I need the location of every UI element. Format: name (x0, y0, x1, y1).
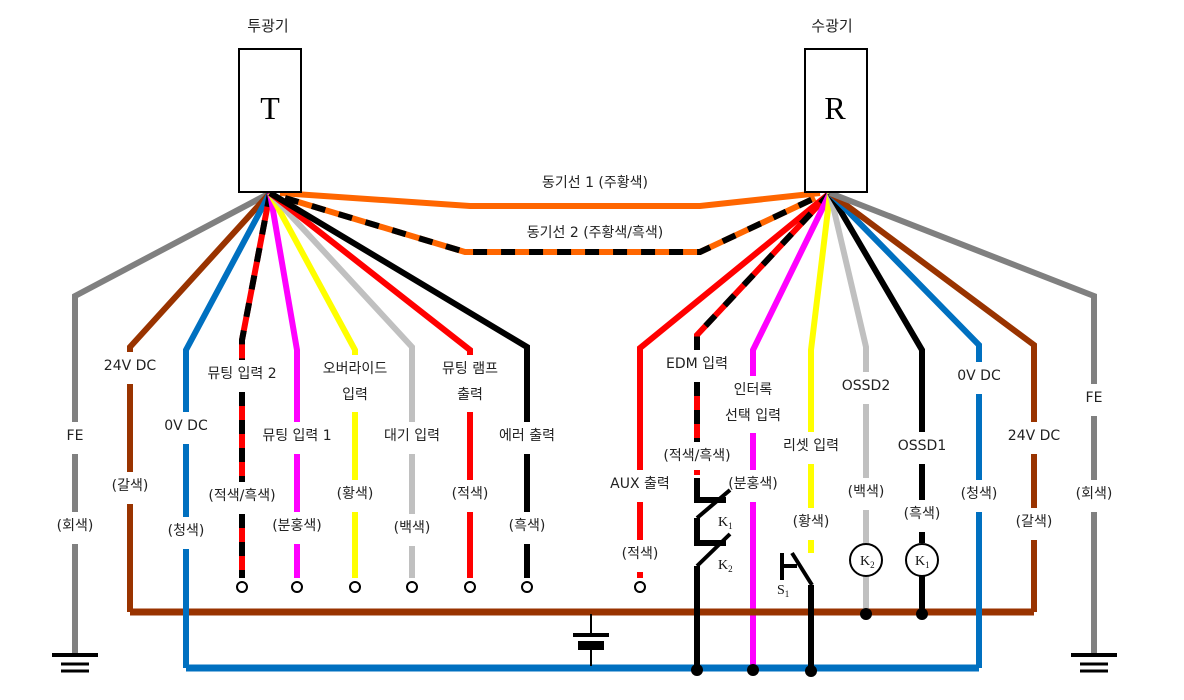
receiver-title: 수광기 (811, 17, 852, 35)
emitter-wire-24v-name: 24V DC (104, 358, 157, 374)
k1-contact-blade (695, 488, 732, 520)
receiver-wire-aux-name: AUX 출력 (610, 476, 670, 492)
receiver-wire-aux-upper (637, 190, 832, 470)
emitter-box (238, 48, 302, 193)
battery-icon (573, 614, 609, 666)
receiver-wire-0v-name: 0V DC (957, 368, 1001, 384)
receiver-wire-ossd1-name: OSSD1 (898, 438, 946, 454)
receiver-wire-edm-upper-stripe (694, 190, 833, 350)
emitter-letter: T (260, 90, 280, 126)
junction-dot-icon (805, 665, 817, 677)
terminal-icon (521, 581, 533, 593)
ground-icon (52, 653, 98, 673)
receiver-wire-ossd2-upper (827, 192, 869, 372)
receiver-wire-reset-upper (808, 192, 833, 432)
k2-contact-blade (695, 532, 732, 568)
emitter-wire-0v-name: 0V DC (164, 418, 208, 434)
emitter-wire-muting1-upper (267, 192, 300, 422)
labels-layer: FE (회색) 24V DC (갈색) 0V DC (청색) 뮤팅 입력 2 (적색/흑색) 뮤… (57, 356, 1113, 562)
receiver-box (804, 48, 868, 193)
terminal-icon (464, 581, 476, 593)
emitter-wire-mutelamp-upper (268, 190, 473, 355)
emitter-wire-standby-upper (267, 190, 415, 422)
emitter-wire-muting2-name: 뮤팅 입력 2 (207, 366, 276, 382)
s1-blade (790, 551, 814, 587)
junction-dot-icon (916, 608, 928, 620)
emitter-wire-error-upper (268, 190, 530, 422)
receiver-wire-edm-color-label: (적색/흑색) (663, 447, 730, 464)
emitter-wire-error-color-label: (흑색) (509, 517, 546, 534)
receiver-letter: R (824, 90, 846, 126)
emitter-wire-override-color-label: (황색) (337, 486, 374, 502)
emitter-wire-0v-color-label: (청색) (168, 523, 205, 539)
receiver-wire-fe-upper (828, 190, 1097, 384)
sync-line-1-label: 동기선 1 (주황색) (542, 175, 648, 191)
emitter-wire-0v-upper (183, 191, 273, 412)
receiver-wire-fe-name: FE (1086, 390, 1103, 406)
relay-coil-icon (849, 543, 883, 577)
receiver-wire-0v-color-label: (청색) (961, 486, 998, 502)
pushbutton-switch-icon (780, 551, 814, 668)
terminal-icon (406, 581, 418, 593)
receiver-wire-24v-color-label: (갈색) (1016, 514, 1053, 530)
k2-coil-label: K2 (860, 554, 875, 570)
receiver-wire-reset-name: 리셋 입력 (783, 438, 839, 454)
emitter-wire-error-name: 에러 출력 (499, 428, 555, 444)
receiver-wire-24v-upper (828, 190, 1037, 422)
receiver-unit: 수광기 R (804, 17, 868, 193)
emitter-wire-24v-upper (127, 190, 273, 352)
emitter-wire-muting2-color-label: (적색/흑색) (208, 487, 275, 504)
emitter-wire-24v-color-label: (갈색) (112, 478, 149, 494)
emitter-wire-override-upper (267, 191, 358, 355)
terminal-icon (236, 581, 248, 593)
wires-layer (72, 190, 1097, 672)
receiver-wire-24v-name: 24V DC (1008, 428, 1061, 444)
receiver-wire-interlock-color-label: (분홍색) (728, 476, 778, 492)
receiver-wire-ossd2-name: OSSD2 (842, 378, 890, 394)
k1-contact-label: K1 (718, 515, 733, 531)
k2-contact-label: K2 (718, 558, 733, 574)
emitter-wire-fe-upper (72, 190, 272, 422)
receiver-wire-reset-color-label: (황색) (793, 514, 830, 530)
symbols-layer (52, 470, 1117, 677)
relay-coil-icon (905, 543, 939, 577)
emitter-wire-fe-color-label: (회색) (57, 518, 94, 534)
junction-dot-icon (860, 608, 872, 620)
k1-coil-label: K1 (915, 554, 930, 570)
junction-dot-icon (747, 664, 759, 676)
emitter-wire-muting1-name: 뮤팅 입력 1 (262, 428, 331, 444)
sync-line-1-wire (279, 190, 821, 209)
nc-contact-icon (694, 470, 732, 668)
emitter-wire-muting1-color-label: (분홍색) (272, 518, 322, 534)
receiver-wire-fe-color-label: (회색) (1076, 486, 1113, 502)
emitter-wire-muting2-upper-stripe (239, 192, 273, 360)
emitter-unit: 투광기 T (238, 17, 302, 193)
receiver-wire-ossd1-color-label: (흑색) (904, 505, 941, 522)
emitter-title: 투광기 (247, 17, 288, 35)
receiver-wire-ossd1-upper (827, 191, 925, 432)
emitter-wire-standby-color-label: (백색) (394, 520, 431, 536)
terminal-icon (634, 581, 646, 593)
receiver-wire-edm-name: EDM 입력 (666, 356, 728, 372)
sync-line-2-wire-stripe (284, 195, 817, 255)
receiver-wire-aux-color-label: (적색) (622, 546, 659, 562)
ground-icon (1071, 653, 1117, 673)
emitter-wire-mutelamp-color-label: (적색) (452, 486, 489, 502)
receiver-wire-ossd2-color-label: (백색) (848, 484, 885, 500)
terminal-icon (349, 581, 361, 593)
emitter-wire-standby-name: 대기 입력 (384, 428, 440, 444)
sync-line-2-label: 동기선 2 (주황색/흑색) (527, 224, 664, 241)
terminal-icon (291, 581, 303, 593)
k2-contact-fixed (694, 518, 726, 546)
battery-plate-neg (578, 641, 604, 650)
emitter-wire-fe-name: FE (67, 428, 84, 444)
receiver-wire-0v-upper (827, 190, 982, 362)
s1-switch-label: S1 (777, 583, 789, 599)
receiver-wire-interlock-upper (750, 191, 833, 376)
junction-dot-icon (691, 664, 703, 676)
